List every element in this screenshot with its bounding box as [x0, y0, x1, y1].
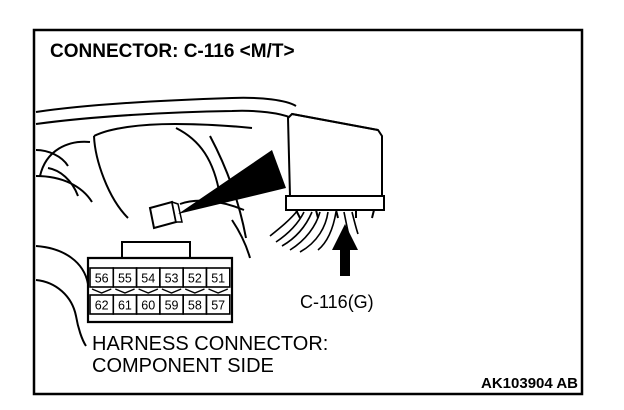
dashboard-illustration — [35, 96, 297, 347]
harness-connector-face: 56 55 54 53 52 51 62 61 60 59 58 57 — [86, 241, 234, 324]
pin-number: 52 — [188, 272, 202, 286]
row-separator — [91, 288, 229, 294]
pin-number: 53 — [165, 272, 179, 286]
diagram-title: CONNECTOR: C-116 <M/T> — [50, 41, 295, 62]
pin-number: 58 — [188, 299, 202, 313]
caption-line-1: HARNESS CONNECTOR: — [92, 333, 328, 355]
pin-number: 54 — [141, 272, 155, 286]
pin-number: 57 — [211, 299, 225, 313]
caption-line-2: COMPONENT SIDE — [92, 355, 274, 377]
pin-number: 59 — [165, 299, 179, 313]
callout-wedge — [178, 150, 286, 214]
connector-label: C-116(G) — [300, 292, 374, 312]
pin-cell — [205, 294, 231, 315]
diagram-frame — [32, 28, 584, 396]
pin-number: 60 — [141, 299, 155, 313]
pin-number: 55 — [118, 272, 132, 286]
connector-latch — [121, 241, 191, 259]
pin-grid: 56 55 54 53 52 51 62 61 60 59 58 57 — [89, 267, 231, 315]
pin-number: 62 — [95, 299, 109, 313]
harness-wires — [269, 209, 359, 253]
pin-number: 56 — [95, 272, 109, 286]
pin-cell — [205, 267, 231, 288]
pin-number: 61 — [118, 299, 132, 313]
dashboard-connector-location — [148, 200, 183, 230]
component-box — [285, 112, 385, 219]
figure-code: AK103904 AB — [481, 375, 578, 392]
pin-number: 51 — [211, 272, 225, 286]
connector-arrow — [332, 224, 358, 276]
